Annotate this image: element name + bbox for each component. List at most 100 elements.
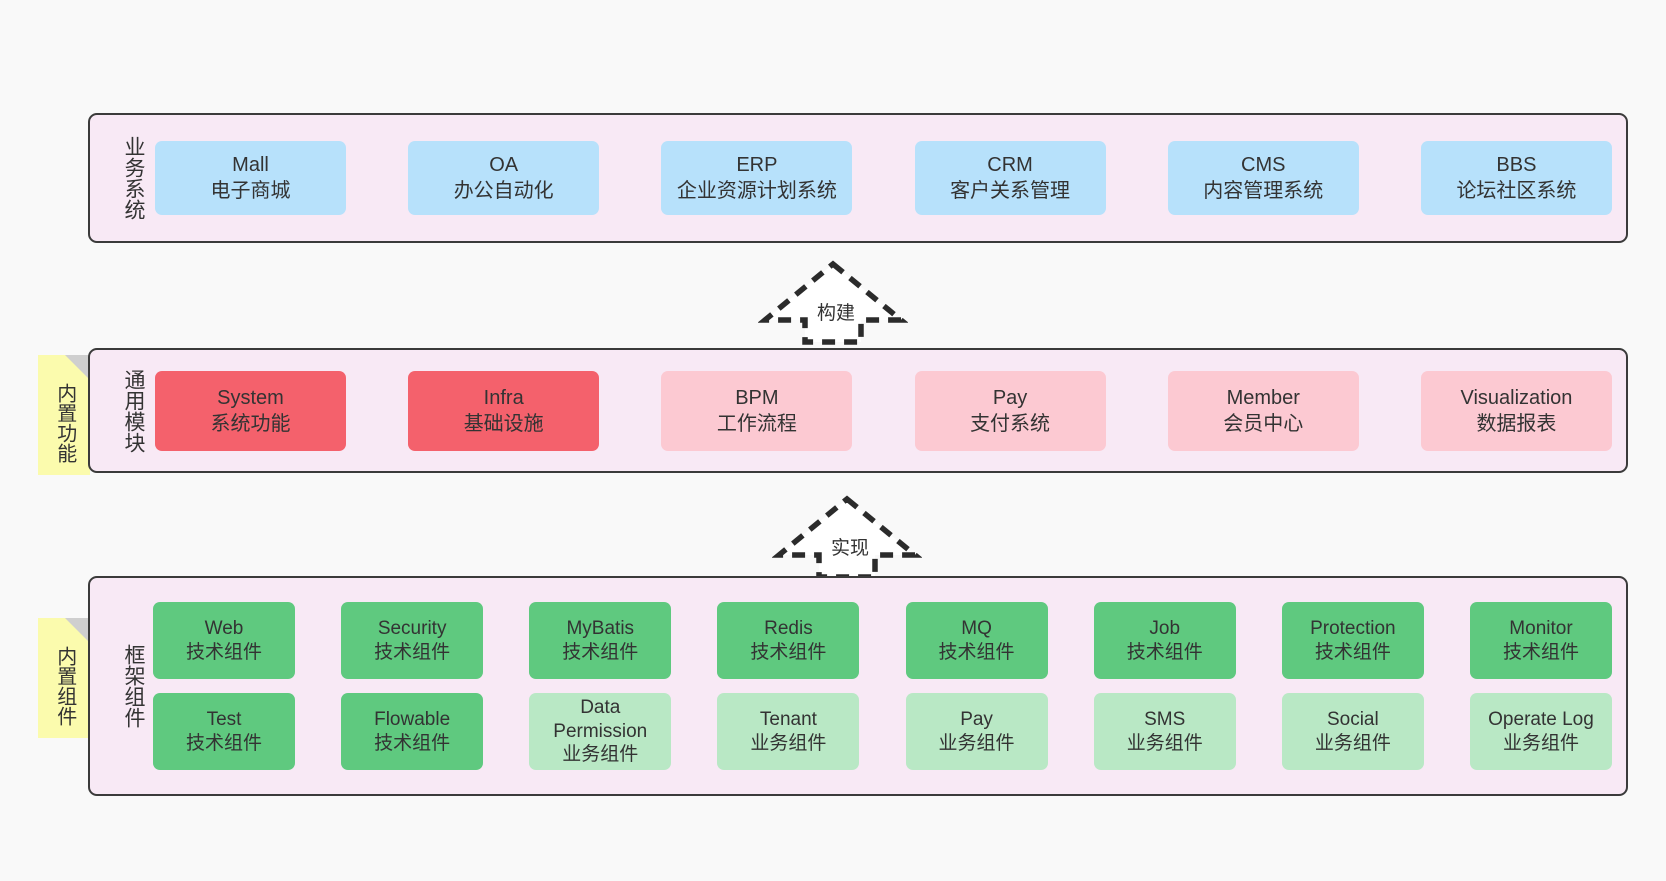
- sticky-note-label: 内置组件: [53, 646, 76, 726]
- card-title-en: Job: [1149, 617, 1181, 639]
- card-pay-business[interactable]: Pay 业务组件: [905, 693, 1048, 770]
- card-title-en: ERP: [736, 154, 778, 176]
- card-title-en: System: [217, 386, 284, 409]
- framework-row-technical: Web 技术组件 Security 技术组件 MyBatis 技术组件 Redi…: [153, 602, 1612, 679]
- card-title-en: Tenant: [759, 708, 817, 730]
- card-title-cn: 技术组件: [185, 641, 262, 663]
- card-title-en: OA: [489, 154, 519, 176]
- card-title-en: BBS: [1496, 154, 1537, 176]
- card-title-en: Social: [1326, 708, 1379, 730]
- card-title-cn: 办公自动化: [453, 180, 554, 202]
- card-title-cn: 技术组件: [185, 732, 262, 754]
- card-title-cn: 技术组件: [750, 641, 827, 663]
- card-title-cn: 业务组件: [750, 732, 827, 754]
- card-redis[interactable]: Redis 技术组件: [717, 602, 860, 679]
- card-mq[interactable]: MQ 技术组件: [905, 602, 1048, 679]
- layer-title-business-systems: 业务系统: [122, 136, 145, 220]
- build-arrow-label: 构建: [816, 303, 856, 324]
- card-title-cn: 技术组件: [1314, 641, 1391, 663]
- card-cms[interactable]: CMS 内容管理系统: [1167, 141, 1359, 215]
- dashed-hollow-up-arrow-icon: [758, 260, 908, 345]
- card-test[interactable]: Test 技术组件: [153, 693, 295, 770]
- card-title-cn: 业务组件: [1126, 732, 1203, 754]
- card-title-en: Mall: [232, 154, 269, 176]
- card-title-en: Infra: [483, 386, 524, 409]
- card-visualization[interactable]: Visualization 数据报表: [1420, 370, 1612, 451]
- card-system[interactable]: System 系统功能: [155, 370, 346, 451]
- card-oa[interactable]: OA 办公自动化: [408, 141, 600, 215]
- card-title-cn: 基础设施: [463, 412, 544, 435]
- card-web[interactable]: Web 技术组件: [153, 602, 295, 679]
- card-title-cn: 技术组件: [562, 641, 639, 663]
- card-infra[interactable]: Infra 基础设施: [408, 370, 600, 451]
- card-protection[interactable]: Protection 技术组件: [1281, 602, 1424, 679]
- card-title-en: Security: [377, 617, 447, 639]
- layer-common-modules: 通用模块 System 系统功能 Infra 基础设施 BPM 工作流程 Pay…: [88, 348, 1628, 473]
- card-security[interactable]: Security 技术组件: [341, 602, 484, 679]
- card-title-en: MQ: [961, 617, 992, 639]
- card-title-cn: 技术组件: [374, 732, 451, 754]
- card-title-en: Flowable: [374, 708, 451, 730]
- card-title-en: Pay: [992, 386, 1028, 409]
- card-data-permission[interactable]: Data Permission 业务组件: [529, 693, 672, 770]
- card-social[interactable]: Social 业务组件: [1281, 693, 1424, 770]
- card-title-cn: 技术组件: [938, 641, 1015, 663]
- card-title-en: BPM: [735, 386, 779, 409]
- card-title-cn: 业务组件: [1314, 732, 1391, 754]
- implement-arrow-label: 实现: [830, 538, 870, 559]
- card-flowable[interactable]: Flowable 技术组件: [341, 693, 484, 770]
- card-title-en: MyBatis: [566, 617, 635, 639]
- card-tenant[interactable]: Tenant 业务组件: [717, 693, 860, 770]
- card-title-cn: 技术组件: [374, 641, 451, 663]
- card-title-cn: 支付系统: [970, 412, 1051, 435]
- card-title-en: CRM: [987, 154, 1033, 176]
- card-job[interactable]: Job 技术组件: [1093, 602, 1236, 679]
- card-title-cn: 业务组件: [562, 744, 639, 766]
- card-mybatis[interactable]: MyBatis 技术组件: [529, 602, 672, 679]
- sticky-note-label: 内置功能: [53, 383, 76, 463]
- card-bbs[interactable]: BBS 论坛社区系统: [1420, 141, 1612, 215]
- card-title-cn: 会员中心: [1223, 412, 1304, 435]
- card-title-cn: 论坛社区系统: [1456, 180, 1577, 202]
- card-title-en: CMS: [1241, 154, 1286, 176]
- layer-business-systems: 业务系统 Mall 电子商城 OA 办公自动化 ERP 企业资源计划系统 CRM…: [88, 113, 1628, 243]
- layer-title-common-modules: 通用模块: [122, 368, 145, 453]
- card-erp[interactable]: ERP 企业资源计划系统: [661, 141, 853, 215]
- page-fold-icon: [65, 355, 90, 380]
- card-bpm[interactable]: BPM 工作流程: [661, 370, 853, 451]
- card-title-en: Monitor: [1509, 617, 1573, 639]
- card-title-cn: 系统功能: [210, 412, 291, 435]
- card-title-cn: 业务组件: [938, 732, 1015, 754]
- layer-title-framework-components: 框架组件: [122, 644, 145, 728]
- card-title-en: Operate Log: [1488, 708, 1594, 730]
- layer-body-common-modules: System 系统功能 Infra 基础设施 BPM 工作流程 Pay 支付系统…: [145, 370, 1626, 451]
- framework-row-business: Test 技术组件 Flowable 技术组件 Data Permission …: [153, 693, 1612, 770]
- card-title-en: Member: [1226, 386, 1300, 409]
- card-title-cn: 技术组件: [1502, 641, 1579, 663]
- layer-body-framework-components: Web 技术组件 Security 技术组件 MyBatis 技术组件 Redi…: [145, 602, 1626, 770]
- card-member[interactable]: Member 会员中心: [1167, 370, 1359, 451]
- card-title-en: Test: [206, 708, 242, 730]
- card-title-cn: 电子商城: [210, 180, 291, 202]
- layer-body-business-systems: Mall 电子商城 OA 办公自动化 ERP 企业资源计划系统 CRM 客户关系…: [145, 141, 1626, 215]
- card-title-en: Pay: [960, 708, 993, 730]
- card-crm[interactable]: CRM 客户关系管理: [914, 141, 1106, 215]
- card-title-en: Protection: [1310, 617, 1396, 639]
- card-operate-log[interactable]: Operate Log 业务组件: [1469, 693, 1612, 770]
- card-title-en: Visualization: [1460, 386, 1573, 409]
- page-fold-icon: [65, 618, 90, 643]
- build-arrow: 构建: [758, 258, 908, 346]
- sticky-note-builtin-components: 内置组件: [38, 618, 90, 738]
- card-title-cn: 客户关系管理: [950, 180, 1071, 202]
- card-title-cn: 数据报表: [1476, 412, 1557, 435]
- card-sms[interactable]: SMS 业务组件: [1093, 693, 1236, 770]
- card-title-cn: 企业资源计划系统: [676, 180, 837, 202]
- sticky-note-builtin-features: 内置功能: [38, 355, 90, 475]
- card-mall[interactable]: Mall 电子商城: [155, 141, 346, 215]
- card-title-en: Web: [204, 617, 244, 639]
- card-monitor[interactable]: Monitor 技术组件: [1469, 602, 1612, 679]
- card-pay[interactable]: Pay 支付系统: [914, 370, 1106, 451]
- card-title-en: Data Permission: [553, 696, 648, 742]
- layer-framework-components: 框架组件 Web 技术组件 Security 技术组件 MyBatis 技术组件…: [88, 576, 1628, 796]
